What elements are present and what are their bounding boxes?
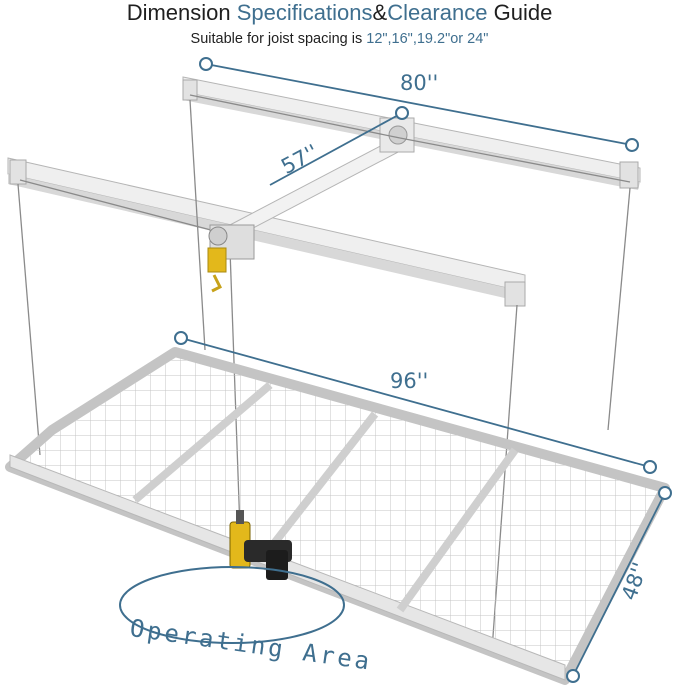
dimension-marker [395, 106, 409, 120]
dimension-lines [180, 63, 666, 677]
title-part5: Guide [493, 0, 553, 25]
dimension-marker [566, 669, 580, 683]
operating-area-outline [119, 566, 345, 644]
page-title: Dimension Specifications&Clearance Guide [0, 0, 679, 26]
winch [207, 224, 255, 293]
subtitle-prefix: Suitable for joist spacing is [190, 31, 363, 47]
dimension-marker [658, 486, 672, 500]
dim-platform-length: 96'' [390, 369, 428, 393]
drill-icon [229, 510, 292, 580]
title-part4: Clearance [387, 0, 488, 25]
operating-area-label: Operating Area [128, 614, 374, 676]
title-part3: & [372, 0, 388, 25]
page-subtitle: Suitable for joist spacing is 12",16",19… [0, 31, 679, 47]
subtitle-values: 12",16",19.2"or 24" [366, 31, 489, 47]
dim-depth: 57'' [277, 140, 322, 179]
dimension-marker [643, 460, 657, 474]
center-beam [227, 117, 415, 237]
front-beam [7, 157, 526, 307]
storage-platform [5, 347, 670, 685]
title-part1: Dimension [126, 0, 231, 25]
dimension-marker [199, 57, 213, 71]
dimension-marker [625, 138, 639, 152]
title-part2: Specifications [236, 0, 373, 25]
dimension-marker [174, 331, 188, 345]
dim-top-width: 80'' [400, 71, 438, 95]
